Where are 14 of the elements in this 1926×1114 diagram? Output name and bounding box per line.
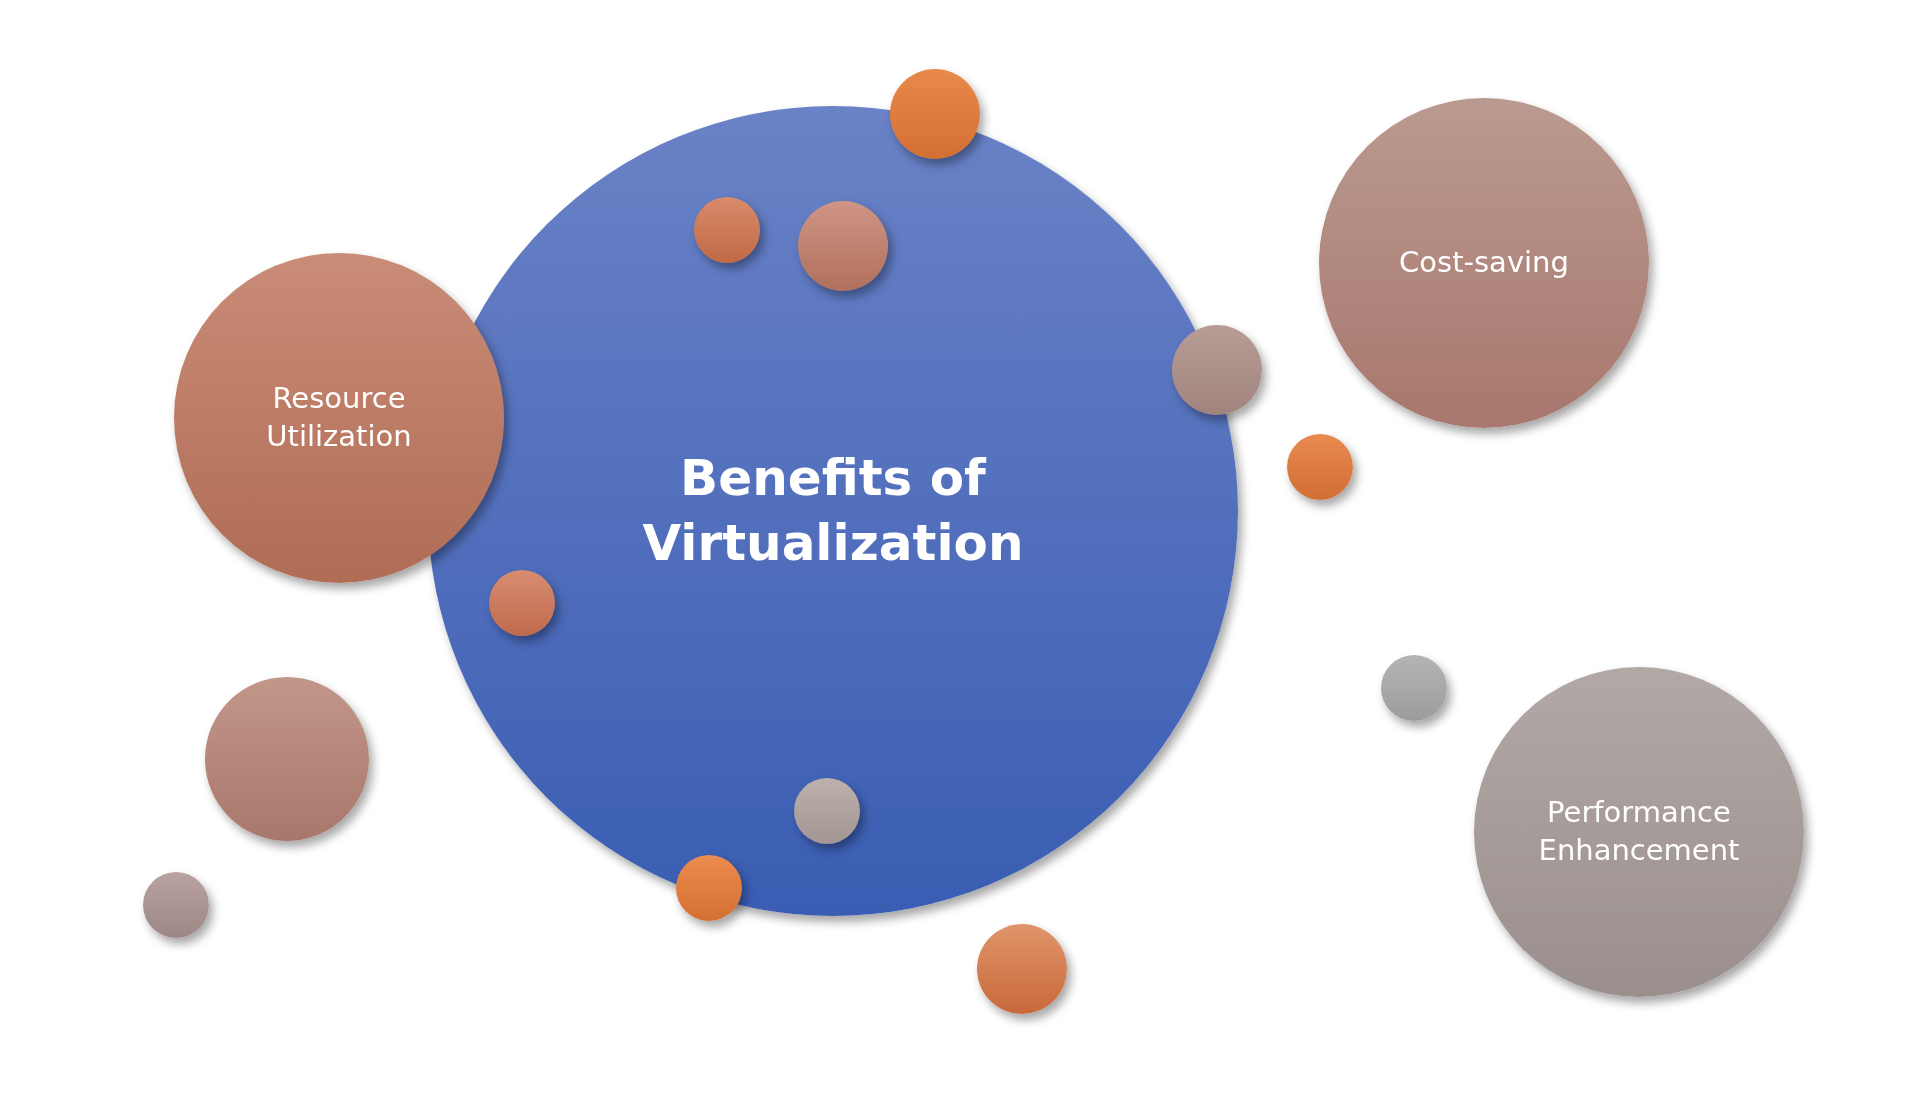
bubble-title: Benefits of Virtualization xyxy=(641,448,1025,574)
decorative-bubble xyxy=(694,197,760,263)
decorative-bubble xyxy=(798,201,888,291)
decorative-bubble xyxy=(1381,655,1447,721)
decorative-bubble xyxy=(143,872,209,938)
decorative-bubble xyxy=(890,69,980,159)
bubble-title: Performance Enhancement xyxy=(1537,794,1741,869)
decorative-bubble xyxy=(977,924,1067,1014)
decorative-bubble xyxy=(1172,325,1262,415)
decorative-bubble xyxy=(489,570,555,636)
decorative-bubble xyxy=(1287,434,1353,500)
bubble-title: Resource Utilization xyxy=(265,380,413,455)
bubble-title: Cost-saving xyxy=(1399,244,1569,282)
decorative-bubble xyxy=(794,778,860,844)
